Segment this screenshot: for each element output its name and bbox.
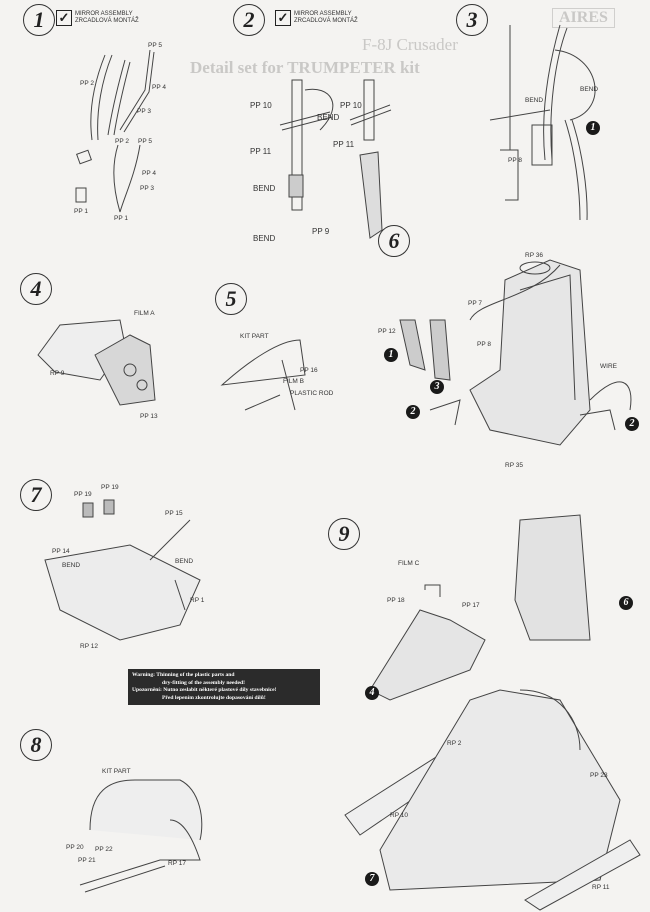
ghost-subtitle: Detail set for TRUMPETER kit <box>190 58 420 77</box>
bend-label: BEND <box>253 184 276 193</box>
fuselage-assembly-drawing <box>344 514 641 911</box>
gun-cover-drawing <box>79 779 203 893</box>
part-label: PP 19 <box>74 491 92 498</box>
warning-line: Warning: Thinning of the plastic parts a… <box>132 672 235 678</box>
belt-bend-drawing <box>489 24 596 221</box>
part-label: PP 23 <box>590 772 608 779</box>
part-label: PP 19 <box>101 484 119 491</box>
bend-label: BEND <box>580 86 599 93</box>
step-4-number: 4 <box>20 273 52 305</box>
bend-label: BEND <box>62 562 81 569</box>
part-label: PP 3 <box>140 185 154 192</box>
part-label: PP 22 <box>95 846 113 853</box>
bend-label: BEND <box>175 558 194 565</box>
part-label: PP 1 <box>74 208 88 215</box>
part-label: PP 2 <box>115 138 129 145</box>
part-label: PP 8 <box>508 157 522 164</box>
mirror-text-cz: ZRCADLOVÁ MONTÁŽ <box>294 18 358 24</box>
part-label: PP 5 <box>148 42 162 49</box>
part-label: PP 5 <box>138 138 152 145</box>
bend-label: BEND <box>525 97 544 104</box>
harness-straps-drawing <box>75 49 155 213</box>
part-label: PP 7 <box>468 300 482 307</box>
step-1-number: 1 <box>23 4 55 36</box>
step-5-number: 5 <box>215 283 247 315</box>
brand-box: AIRES <box>552 8 615 28</box>
part-label: PP 17 <box>462 602 480 609</box>
checkbox-icon: ✓ <box>275 10 291 26</box>
part-label: PP 18 <box>387 597 405 604</box>
bend-label: BEND <box>253 234 276 243</box>
part-label: PP 16 <box>300 367 318 374</box>
reference-badge: 2 <box>406 405 420 419</box>
part-label: PP 4 <box>142 170 156 177</box>
warning-line: Před lepením zkontrolujte dopasování díl… <box>162 694 266 701</box>
warning-box: Warning: Thinning of the plastic parts a… <box>128 669 320 705</box>
reference-badge: 3 <box>430 380 444 394</box>
mirror-text: MIRROR ASSEMBLY <box>75 11 133 17</box>
cockpit-tub-drawing <box>44 499 201 641</box>
checkbox-icon: ✓ <box>56 10 72 26</box>
part-label: PP 20 <box>66 844 84 851</box>
ghost-title: F-8J Crusader <box>362 35 458 54</box>
part-label: PP 2 <box>80 80 94 87</box>
part-label: PP 9 <box>312 227 330 236</box>
mirror-text: MIRROR ASSEMBLY <box>294 11 352 17</box>
part-label: PP 4 <box>152 84 166 91</box>
reference-badge: 2 <box>625 417 639 431</box>
part-label: RP 36 <box>525 252 543 259</box>
part-label: RP 35 <box>505 462 523 469</box>
reference-badge: 1 <box>384 348 398 362</box>
part-label: FILM B <box>283 378 304 385</box>
part-label: PLASTIC ROD <box>290 390 334 397</box>
part-label: PP 11 <box>333 140 355 149</box>
step-2-number: 2 <box>233 4 265 36</box>
step-8-number: 8 <box>20 729 52 761</box>
part-label: FILM A <box>134 310 155 317</box>
step-9-number: 9 <box>328 518 360 550</box>
part-label: RP 10 <box>390 812 408 819</box>
part-label: RP 9 <box>50 370 65 377</box>
part-label: PP 10 <box>250 101 272 110</box>
part-label: PP 15 <box>165 510 183 517</box>
step-6-number: 6 <box>378 225 410 257</box>
bend-label: BEND <box>317 113 340 122</box>
warning-line: Upozornění: Nutno zeslabit některé plast… <box>132 687 277 693</box>
reference-badge: 4 <box>365 686 379 700</box>
part-label: PP 13 <box>140 413 158 420</box>
part-label: FILM C <box>398 560 420 567</box>
part-label: KIT PART <box>102 768 131 775</box>
part-label: PP 8 <box>477 341 491 348</box>
part-label: RP 12 <box>80 643 98 650</box>
part-label: RP 17 <box>168 860 186 867</box>
part-label: PP 11 <box>250 147 272 156</box>
part-label: RP 11 <box>592 884 610 891</box>
part-label: PP 21 <box>78 857 96 864</box>
mirror-text-cz: ZRCADLOVÁ MONTÁŽ <box>75 18 139 24</box>
part-label: PP 3 <box>137 108 151 115</box>
canopy-frame-drawing <box>220 339 306 411</box>
instrument-panel-drawing <box>37 319 156 406</box>
part-label: RP 1 <box>190 597 205 604</box>
part-label: WIRE <box>600 363 617 370</box>
reference-badge: 1 <box>586 121 600 135</box>
step-7-number: 7 <box>20 479 52 511</box>
step-3-number: 3 <box>456 4 488 36</box>
part-label: RP 2 <box>447 740 462 747</box>
part-label: PP 1 <box>114 215 128 222</box>
reference-badge: 6 <box>619 596 633 610</box>
warning-line: dry-fitting of the assembly needed! <box>162 679 245 686</box>
reference-badge: 7 <box>365 872 379 886</box>
ejection-seat-drawing <box>399 259 632 446</box>
part-label: PP 12 <box>378 328 396 335</box>
part-label: PP 10 <box>340 101 362 110</box>
part-label: PP 14 <box>52 548 70 555</box>
part-label: KIT PART <box>240 333 269 340</box>
buckle-straps-drawing <box>279 79 392 239</box>
